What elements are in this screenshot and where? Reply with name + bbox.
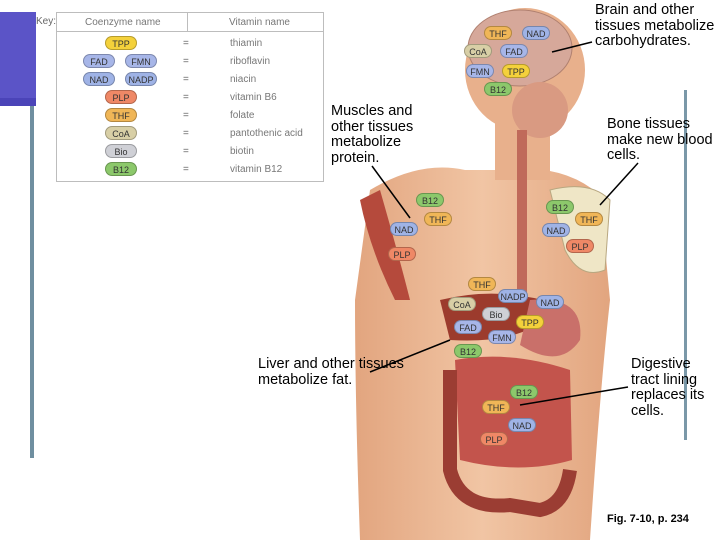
slide-left-rule — [30, 106, 34, 458]
key-vitamin-name: biotin — [230, 146, 254, 157]
callout-muscles: Muscles and other tissues metabolize pro… — [331, 103, 414, 166]
key-row: PLP = vitamin B6 — [57, 89, 323, 107]
large-intestine — [443, 370, 577, 518]
brain-tag-tpp: TPP — [502, 64, 530, 78]
key-row: Bio = biotin — [57, 143, 323, 161]
muscle-tag-b12: B12 — [416, 193, 444, 207]
slide-accent-rule — [0, 98, 36, 106]
human-body-illustration — [355, 8, 611, 540]
coenzyme-pill-nadp: NADP — [125, 72, 157, 86]
callout-liver: Liver and other tissues metabolize fat. — [258, 356, 404, 388]
abdomen-tag-tpp: TPP — [516, 315, 544, 329]
key-header-coenzyme: Coenzyme name — [85, 17, 161, 28]
slide-right-rule — [684, 90, 687, 440]
key-row: NAD NADP = niacin — [57, 71, 323, 89]
key-equals: = — [183, 56, 189, 67]
coenzyme-pill-fmn: FMN — [125, 54, 157, 68]
key-row: B12 = vitamin B12 — [57, 161, 323, 179]
key-vitamin-name: folate — [230, 110, 255, 121]
intestine-tag-b12: B12 — [510, 385, 538, 399]
brain-tag-fad: FAD — [500, 44, 528, 58]
abdomen-tag-thf: THF — [468, 277, 496, 291]
abdomen-tag-nadp: NADP — [498, 289, 528, 303]
bone-tag-plp: PLP — [566, 239, 594, 253]
coenzyme-pill-thf: THF — [105, 108, 137, 122]
small-intestine — [455, 356, 572, 468]
bone-tag-nad: NAD — [542, 223, 570, 237]
brain-tag-thf: THF — [484, 26, 512, 40]
callout-brain: Brain and other tissues metabolize carbo… — [595, 2, 715, 49]
key-title: Key: — [36, 16, 57, 27]
key-equals: = — [183, 74, 189, 85]
abdomen-tag-b12: B12 — [454, 344, 482, 358]
intestine-tag-thf: THF — [482, 400, 510, 414]
key-row: FAD FMN = riboflavin — [57, 53, 323, 71]
stomach — [520, 299, 581, 357]
key-equals: = — [183, 38, 189, 49]
key-vitamin-name: pantothenic acid — [230, 128, 303, 139]
slide-accent-bar — [0, 12, 36, 106]
key-row: THF = folate — [57, 107, 323, 125]
brain-tag-nad: NAD — [522, 26, 550, 40]
key-equals: = — [183, 164, 189, 175]
key-header-divider — [187, 13, 188, 31]
coenzyme-pill-fad: FAD — [83, 54, 115, 68]
key-vitamin-name: niacin — [230, 74, 257, 85]
coenzyme-pill-plp: PLP — [105, 90, 137, 104]
key-vitamin-name: thiamin — [230, 38, 263, 49]
key-vitamin-name: vitamin B6 — [230, 92, 277, 103]
bone-tag-b12: B12 — [546, 200, 574, 214]
bone-tag-thf: THF — [575, 212, 603, 226]
muscle-tag-nad: NAD — [390, 222, 418, 236]
brain-tag-coa: CoA — [464, 44, 492, 58]
key-row: TPP = thiamin — [57, 35, 323, 53]
intestine-tag-nad: NAD — [508, 418, 536, 432]
callout-bone: Bone tissues make new blood cells. — [607, 116, 713, 163]
abdomen-tag-fad: FAD — [454, 320, 482, 334]
abdomen-tag-nad: NAD — [536, 295, 564, 309]
coenzyme-pill-nad: NAD — [83, 72, 115, 86]
coenzyme-key: Key: Coenzyme name Vitamin name TPP = thia… — [36, 12, 324, 182]
key-vitamin-name: riboflavin — [230, 56, 271, 67]
key-row: CoA = pantothenic acid — [57, 125, 323, 143]
key-header-vitamin: Vitamin name — [229, 17, 290, 28]
abdomen-tag-bio: Bio — [482, 307, 510, 321]
key-equals: = — [183, 92, 189, 103]
coenzyme-pill-coa: CoA — [105, 126, 137, 140]
key-equals: = — [183, 110, 189, 121]
abdomen-tag-fmn: FMN — [488, 330, 516, 344]
abdomen-tag-coa: CoA — [448, 297, 476, 311]
coenzyme-pill-bio: Bio — [105, 144, 137, 158]
coenzyme-pill-b12: B12 — [105, 162, 137, 176]
figure-caption: Fig. 7-10, p. 234 — [607, 513, 689, 525]
brain-tag-b12: B12 — [484, 82, 512, 96]
muscle-tag-thf: THF — [424, 212, 452, 226]
key-equals: = — [183, 146, 189, 157]
muscle-tag-plp: PLP — [388, 247, 416, 261]
callout-digestive: Digestive tract lining replaces its cell… — [631, 356, 705, 419]
brain-tag-fmn: FMN — [466, 64, 494, 78]
coenzyme-pill-tpp: TPP — [105, 36, 137, 50]
key-header: Coenzyme name Vitamin name — [57, 13, 323, 32]
key-vitamin-name: vitamin B12 — [230, 164, 283, 175]
key-equals: = — [183, 128, 189, 139]
intestine-tag-plp: PLP — [480, 432, 508, 446]
face — [512, 82, 568, 138]
